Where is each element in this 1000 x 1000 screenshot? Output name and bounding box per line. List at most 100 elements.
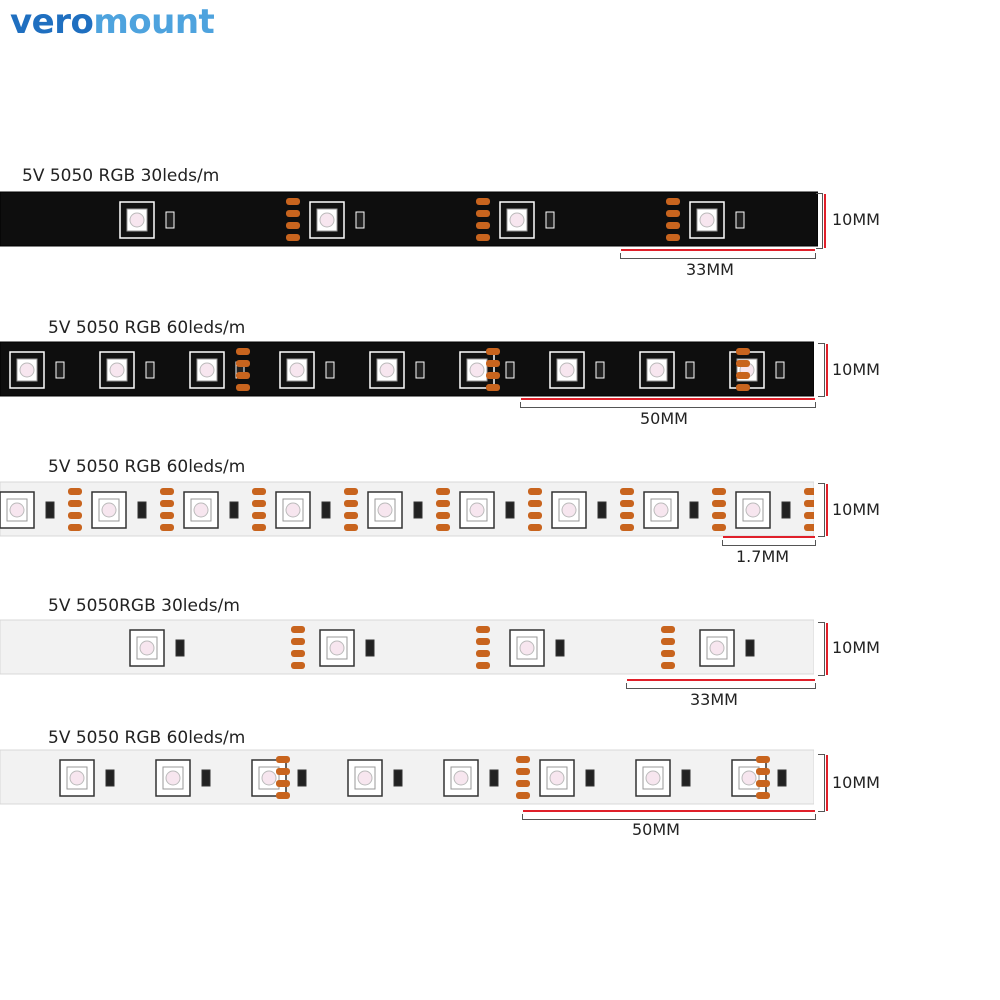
resistor: [321, 501, 331, 519]
resistor: [775, 361, 785, 379]
copper-pad: [252, 488, 266, 495]
copper-pad: [666, 198, 680, 205]
copper-pad: [712, 500, 726, 507]
copper-pad: [666, 234, 680, 241]
resistor: [137, 501, 147, 519]
span-label: 50MM: [640, 409, 688, 428]
copper-pad: [620, 500, 634, 507]
copper-pad: [516, 780, 530, 787]
copper-pad: [160, 512, 174, 519]
led-lens: [199, 362, 215, 378]
led-lens: [561, 502, 577, 518]
copper-pad: [620, 512, 634, 519]
resistor: [489, 769, 499, 787]
span-label: 1.7MM: [736, 547, 790, 566]
resistor: [689, 501, 699, 519]
copper-pad: [804, 488, 814, 495]
resistor: [201, 769, 211, 787]
copper-pad: [661, 638, 675, 645]
copper-pad: [436, 500, 450, 507]
led-lens: [129, 212, 145, 228]
resistor: [365, 639, 375, 657]
resistor: [555, 639, 565, 657]
copper-pad: [516, 768, 530, 775]
copper-pad: [252, 512, 266, 519]
copper-pad: [736, 348, 750, 355]
strip-title: 5V 5050 RGB 30leds/m: [22, 166, 220, 186]
span-dimension-marker: [620, 249, 816, 259]
copper-pad: [236, 372, 250, 379]
width-label: 10MM: [832, 638, 880, 657]
copper-pad: [661, 650, 675, 657]
led-lens: [469, 502, 485, 518]
led-lens: [285, 502, 301, 518]
copper-pad: [736, 360, 750, 367]
resistor: [393, 769, 403, 787]
resistor: [735, 211, 745, 229]
span-label: 33MM: [686, 260, 734, 279]
led-lens: [709, 640, 725, 656]
led-strip-image: [0, 748, 814, 806]
led-lens: [519, 640, 535, 656]
copper-pad: [528, 512, 542, 519]
strip-svg: [0, 619, 814, 675]
resistor: [781, 501, 791, 519]
copper-pad: [436, 512, 450, 519]
resistor: [545, 211, 555, 229]
copper-pad: [486, 348, 500, 355]
copper-pad: [736, 372, 750, 379]
copper-pad: [252, 500, 266, 507]
span-dimension-marker: [722, 536, 816, 546]
copper-pad: [620, 488, 634, 495]
copper-pad: [286, 210, 300, 217]
led-lens: [329, 640, 345, 656]
copper-pad: [756, 780, 770, 787]
width-dimension-marker: [818, 622, 828, 676]
width-label: 10MM: [832, 500, 880, 519]
strip-board: [0, 749, 814, 805]
brand-part2: mount: [93, 2, 215, 42]
led-lens: [509, 212, 525, 228]
copper-pad: [476, 198, 490, 205]
strip-svg: [0, 191, 818, 247]
strip-title: 5V 5050 RGB 60leds/m: [48, 728, 246, 748]
copper-pad: [528, 524, 542, 531]
copper-pad: [620, 524, 634, 531]
brand-logo: veromount: [10, 2, 215, 42]
copper-pad: [252, 524, 266, 531]
led-lens: [139, 640, 155, 656]
copper-pad: [661, 662, 675, 669]
resistor: [745, 639, 755, 657]
copper-pad: [804, 500, 814, 507]
copper-pad: [476, 662, 490, 669]
led-lens: [649, 362, 665, 378]
led-lens: [741, 770, 757, 786]
copper-pad: [528, 488, 542, 495]
width-label: 10MM: [832, 360, 880, 379]
copper-pad: [276, 768, 290, 775]
copper-pad: [486, 360, 500, 367]
resistor: [685, 361, 695, 379]
copper-pad: [160, 500, 174, 507]
resistor: [297, 769, 307, 787]
span-dimension-marker: [522, 810, 816, 820]
strip-board: [0, 619, 814, 675]
copper-pad: [516, 756, 530, 763]
led-lens: [69, 770, 85, 786]
width-label: 10MM: [832, 773, 880, 792]
led-lens: [19, 362, 35, 378]
resistor: [681, 769, 691, 787]
led-strip-image: [0, 190, 818, 248]
copper-pad: [666, 222, 680, 229]
copper-pad: [236, 384, 250, 391]
resistor: [325, 361, 335, 379]
copper-pad: [276, 780, 290, 787]
copper-pad: [804, 524, 814, 531]
resistor: [229, 501, 239, 519]
copper-pad: [344, 512, 358, 519]
resistor: [175, 639, 185, 657]
copper-pad: [291, 650, 305, 657]
led-lens: [469, 362, 485, 378]
copper-pad: [712, 512, 726, 519]
copper-pad: [160, 524, 174, 531]
